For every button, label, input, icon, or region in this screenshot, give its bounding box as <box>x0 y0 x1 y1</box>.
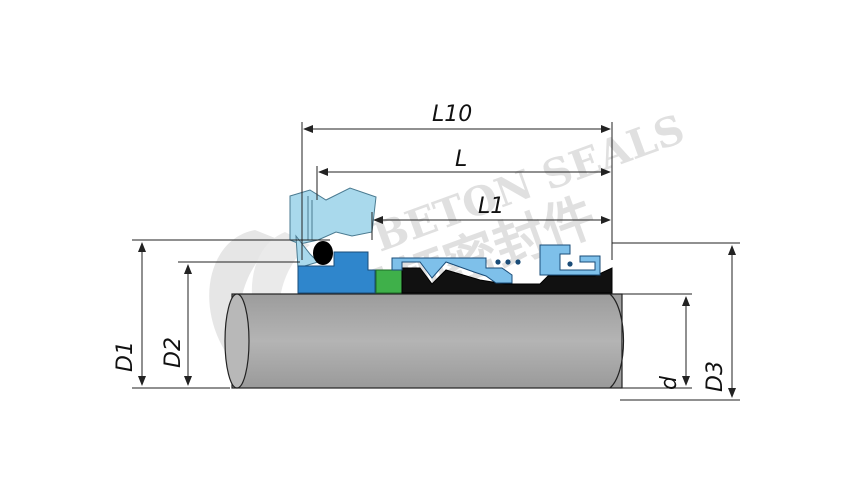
label-L: L <box>455 147 467 172</box>
o-ring <box>313 241 333 265</box>
dimension-lines <box>132 122 740 401</box>
spring-coils <box>495 259 573 267</box>
label-d: d <box>657 375 682 390</box>
label-D2: D2 <box>161 337 186 368</box>
label-D3: D3 <box>703 361 728 392</box>
retainer <box>391 257 513 284</box>
rotating-face <box>375 269 403 294</box>
label-D1: D1 <box>113 341 138 372</box>
shaft <box>224 293 624 389</box>
rubber-bellows <box>401 267 613 294</box>
label-L10: L10 <box>432 102 472 127</box>
stationary-seat <box>297 251 376 294</box>
spring-cup <box>539 244 601 276</box>
label-L1: L1 <box>478 194 504 219</box>
